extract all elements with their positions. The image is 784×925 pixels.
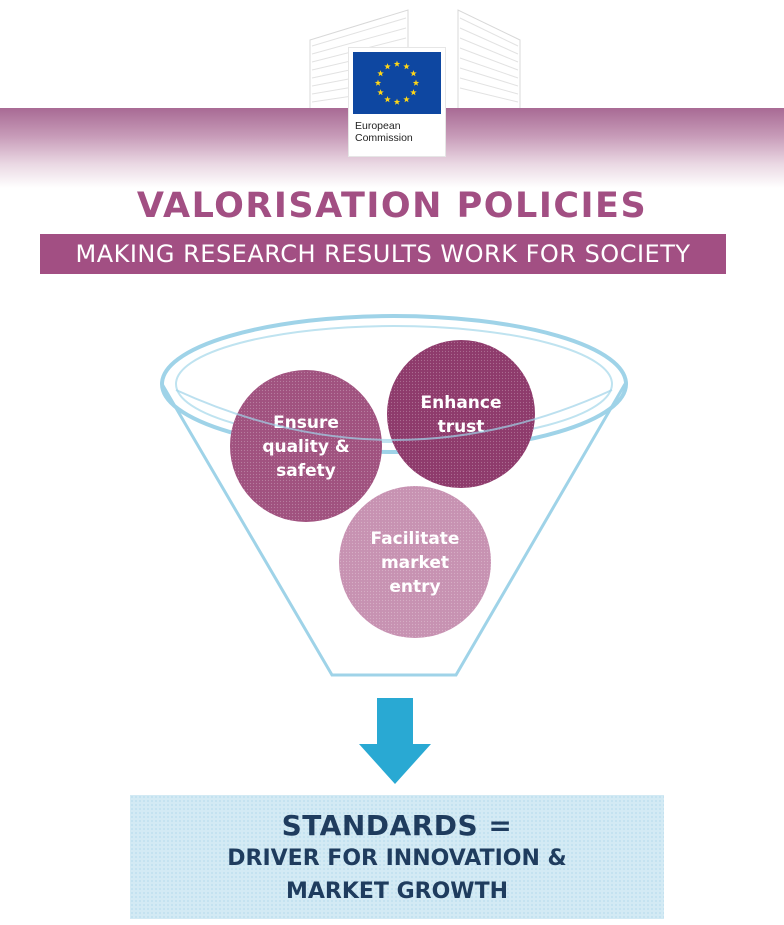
flag-star bbox=[393, 98, 401, 105]
flag-star bbox=[393, 60, 401, 67]
down-arrow-icon bbox=[359, 698, 431, 784]
flag-star bbox=[384, 63, 391, 70]
flag-star bbox=[412, 79, 420, 86]
circle-ensure-quality: Ensure quality & safety bbox=[230, 370, 382, 522]
european-commission-logo: European Commission bbox=[349, 48, 445, 156]
flag-star bbox=[377, 70, 384, 77]
page-title: VALORISATION POLICIES bbox=[136, 186, 648, 226]
subtitle-bar: MAKING RESEARCH RESULTS WORK FOR SOCIETY bbox=[40, 234, 726, 274]
flag-star bbox=[410, 89, 417, 96]
circle-label: Facilitate bbox=[371, 529, 460, 549]
circle-enhance-trust: Enhance trust bbox=[387, 340, 535, 488]
logo-text-line2: Commission bbox=[355, 132, 413, 144]
circle-facilitate-market-entry: Facilitate market entry bbox=[339, 486, 491, 638]
circle-label: entry bbox=[389, 577, 440, 597]
circle-label: Enhance bbox=[421, 393, 502, 413]
circle-label: Ensure bbox=[273, 413, 339, 433]
circle-label: safety bbox=[276, 461, 336, 481]
result-line3: MARKET GROWTH bbox=[286, 879, 508, 904]
result-line2: DRIVER FOR INNOVATION & bbox=[227, 846, 567, 871]
eu-flag-icon bbox=[353, 52, 441, 114]
result-line1: STANDARDS = bbox=[281, 809, 513, 842]
funnel-rim-outer bbox=[160, 314, 628, 454]
funnel-body bbox=[160, 383, 627, 677]
logo-text-line1: European bbox=[355, 120, 401, 132]
flag-star bbox=[403, 63, 410, 70]
circle-label: quality & bbox=[262, 437, 350, 457]
logo-text: European Commission bbox=[355, 120, 441, 144]
circle-label: market bbox=[381, 553, 449, 573]
flag-star bbox=[410, 70, 417, 77]
flag-star bbox=[374, 79, 382, 86]
page-subtitle: MAKING RESEARCH RESULTS WORK FOR SOCIETY bbox=[75, 240, 691, 268]
funnel-diagram: Ensure quality & safety Enhance trustFacilit… bbox=[160, 314, 628, 677]
flag-star bbox=[403, 96, 410, 103]
circle-label: trust bbox=[438, 417, 485, 437]
flag-star bbox=[384, 96, 391, 103]
standards-result-box: STANDARDS = DRIVER FOR INNOVATION & MARK… bbox=[130, 795, 664, 919]
flag-star bbox=[377, 89, 384, 96]
